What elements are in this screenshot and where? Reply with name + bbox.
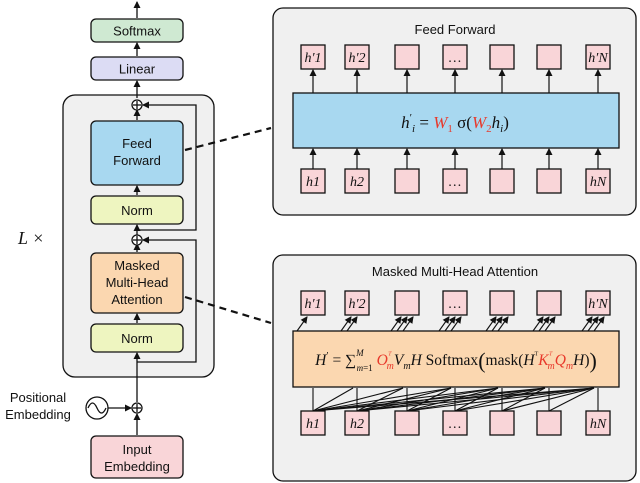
feed-forward-block: Feed Forward xyxy=(90,120,184,186)
attention-label-line2: Multi-Head xyxy=(106,275,169,290)
attention-formula-box xyxy=(292,330,620,388)
ff-input-token-6 xyxy=(536,168,562,194)
ff-output-token-label-1: h′1 xyxy=(304,51,321,66)
feed-forward-callout xyxy=(184,126,272,152)
ff-input-token-label-4: … xyxy=(449,175,461,190)
attn-input-token-label-4: … xyxy=(449,417,461,432)
positional-label-line1: Positional xyxy=(10,390,66,405)
layer-repeat-label: L × xyxy=(17,228,44,248)
ff-input-token-5 xyxy=(489,168,515,194)
embedding-add-icon xyxy=(131,402,143,414)
ff-input-token-label-7: hN xyxy=(590,175,607,190)
norm-bottom-label: Norm xyxy=(121,331,153,346)
positional-label-line2: Embedding xyxy=(5,407,71,422)
attn-output-token-1: h′1 xyxy=(300,290,326,316)
attn-output-token-5 xyxy=(489,290,515,316)
input-embedding-block: Input Embedding xyxy=(90,435,184,479)
feed-forward-formula-box xyxy=(292,92,620,149)
feed-forward-panel: Feed Forward h′i = W1 σ(W2hi) h′1 h′2 … h′N… xyxy=(272,7,637,216)
ff-output-token-6 xyxy=(536,44,562,70)
attn-input-token-7: hN xyxy=(585,410,611,436)
attn-output-token-6 xyxy=(536,290,562,316)
sine-wave-icon xyxy=(85,396,109,420)
input-embedding-line1: Input xyxy=(123,442,152,457)
ff-output-token-label-2: h′2 xyxy=(348,51,365,66)
ff-input-token-label-1: h1 xyxy=(306,175,320,190)
attn-input-token-2: h2 xyxy=(344,410,370,436)
linear-label: Linear xyxy=(119,62,156,77)
attn-input-token-4: … xyxy=(442,410,468,436)
ff-input-token-3 xyxy=(394,168,420,194)
attn-output-token-label-7: h′N xyxy=(588,297,608,312)
ff-output-token-1: h′1 xyxy=(300,44,326,70)
ff-output-token-3 xyxy=(394,44,420,70)
ff-input-token-7: hN xyxy=(585,168,611,194)
attn-input-token-6 xyxy=(536,410,562,436)
linear-block: Linear xyxy=(90,56,184,81)
attention-label-line3: Attention xyxy=(111,292,162,307)
ff-output-token-5 xyxy=(489,44,515,70)
residual-add-bottom-icon xyxy=(131,234,143,246)
attn-output-token-2: h′2 xyxy=(344,290,370,316)
softmax-block: Softmax xyxy=(90,18,184,43)
feed-forward-panel-title: Feed Forward xyxy=(415,22,496,37)
attn-output-token-7: h′N xyxy=(585,290,611,316)
ff-output-token-label-4: … xyxy=(449,51,461,66)
attn-output-token-label-2: h′2 xyxy=(348,297,365,312)
attention-callout xyxy=(184,295,272,325)
attn-output-token-label-4: … xyxy=(449,297,461,312)
attn-input-token-1: h1 xyxy=(300,410,326,436)
ff-output-token-4: … xyxy=(442,44,468,70)
ff-output-token-2: h′2 xyxy=(344,44,370,70)
feed-forward-label-line1: Feed xyxy=(122,136,152,151)
input-embedding-line2: Embedding xyxy=(104,459,170,474)
ff-output-token-label-7: h′N xyxy=(588,51,608,66)
norm-top-block: Norm xyxy=(90,195,184,225)
norm-bottom-block: Norm xyxy=(90,323,184,353)
feed-forward-formula: h′i = W1 σ(W2hi) xyxy=(401,112,509,135)
ff-input-token-4: … xyxy=(442,168,468,194)
attn-input-token-label-7: hN xyxy=(590,417,607,432)
attn-input-token-label-1: h1 xyxy=(306,417,320,432)
attention-panel-title: Masked Multi-Head Attention xyxy=(372,264,538,279)
attention-label-line1: Masked xyxy=(114,258,160,273)
ff-input-token-label-2: h2 xyxy=(350,175,364,190)
attn-output-token-4: … xyxy=(442,290,468,316)
attn-output-token-3 xyxy=(394,290,420,316)
norm-top-label: Norm xyxy=(121,203,153,218)
residual-add-top-icon xyxy=(131,99,143,111)
feed-forward-label-line2: Forward xyxy=(113,153,161,168)
attn-input-token-5 xyxy=(489,410,515,436)
ff-input-token-1: h1 xyxy=(300,168,326,194)
attn-input-token-label-2: h2 xyxy=(350,417,364,432)
ff-input-token-2: h2 xyxy=(344,168,370,194)
attn-output-token-label-1: h′1 xyxy=(304,297,321,312)
attn-input-token-3 xyxy=(394,410,420,436)
ff-output-token-7: h′N xyxy=(585,44,611,70)
softmax-label: Softmax xyxy=(113,24,161,39)
masked-attention-block: Masked Multi-Head Attention xyxy=(90,252,184,314)
